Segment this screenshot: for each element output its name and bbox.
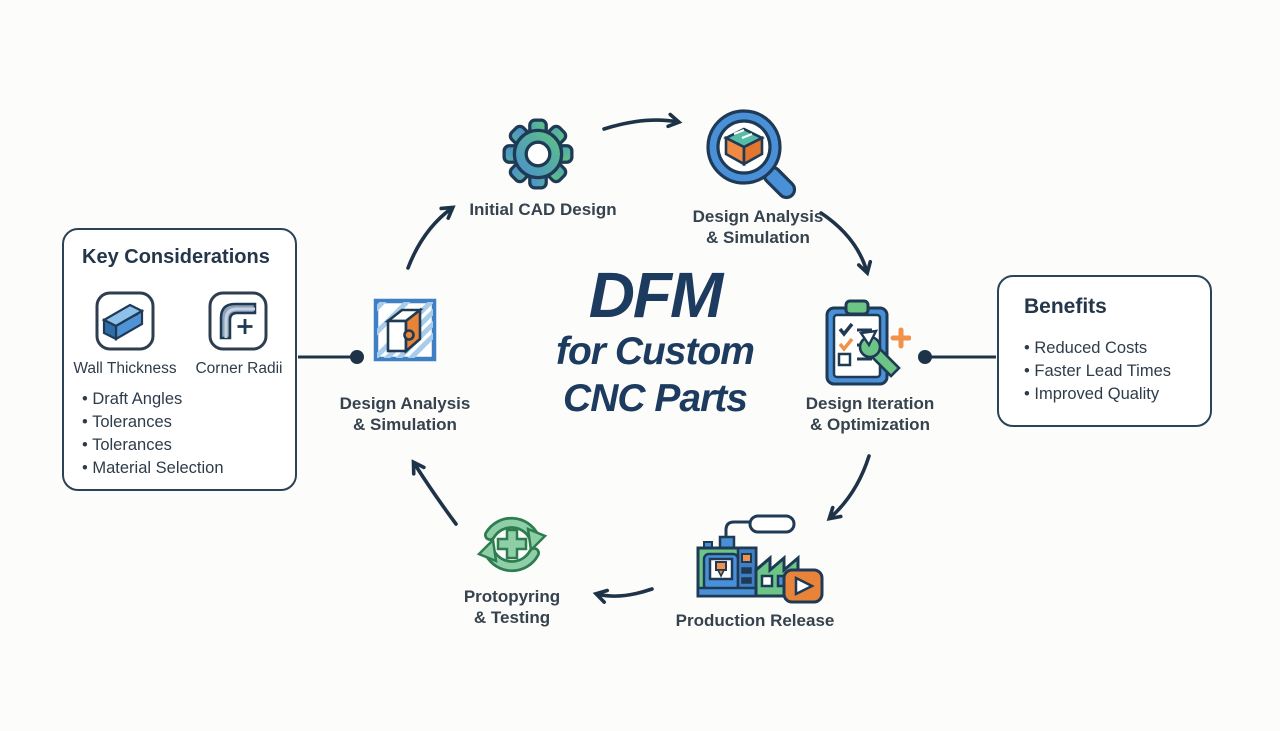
label-design-analysis-top-line1: Design Analysis [692, 207, 824, 226]
label-prototyping-line2: & Testing [473, 608, 551, 627]
list-item: Tolerances [82, 434, 224, 457]
list-item: Material Selection [82, 457, 223, 480]
label-design-iteration: Design Iteration & Optimization [790, 393, 950, 435]
diagram-title: DFM for Custom CNC Parts [495, 262, 815, 422]
benefits-list: Reduced Costs Faster Lead Times Improved… [1024, 337, 1171, 406]
corner-radii-icon [208, 291, 268, 351]
label-design-analysis-left-line1: Design Analysis [339, 394, 471, 413]
title-line-2: for Custom [556, 330, 755, 373]
wall-thickness-icon [95, 291, 155, 351]
label-design-analysis-left-line2: & Simulation [353, 415, 457, 434]
label-production-release: Production Release [675, 611, 835, 630]
label-design-analysis-left: Design Analysis & Simulation [325, 393, 485, 435]
arrow-cad-to-analysis [602, 112, 683, 131]
wall-thickness-label: Wall Thickness [73, 360, 177, 377]
corner-radii-label: Corner Radii [195, 360, 283, 377]
key-considerations-heading: Key Considerations [82, 246, 270, 268]
list-item: Reduced Costs [1024, 337, 1171, 360]
section-analysis-icon [373, 298, 437, 362]
refresh-cycle-icon [476, 516, 548, 573]
key-considerations-panel: Key Considerations Wall Thickness Corner… [62, 228, 297, 491]
benefits-panel: Benefits Reduced Costs Faster Lead Times… [997, 275, 1212, 427]
list-item: Improved Quality [1024, 383, 1171, 406]
label-prototyping-line1: Protopyring [463, 587, 561, 606]
list-item: Draft Angles [82, 388, 224, 411]
list-item: Faster Lead Times [1024, 360, 1171, 383]
arrow-analysisleft-to-cad [406, 205, 456, 270]
benefits-heading: Benefits [1024, 295, 1107, 318]
list-item: Tolerances [82, 411, 224, 434]
label-prototyping: Protopyring & Testing [432, 586, 592, 628]
connector-keybox-dot [350, 350, 364, 364]
gear-icon [502, 118, 574, 190]
magnifier-icon [706, 109, 797, 200]
arrow-prototyping-to-analysisleft [411, 459, 458, 526]
arrow-analysis-to-iteration [819, 211, 873, 277]
factory-icon [696, 514, 824, 604]
label-initial-cad-design: Initial CAD Design [469, 200, 617, 219]
clipboard-wrench-icon [825, 299, 911, 386]
title-line-1: DFM [588, 259, 724, 331]
arrow-iteration-to-production [826, 454, 871, 521]
label-design-iteration-line2: & Optimization [810, 415, 930, 434]
connector-benefits-dot [918, 350, 932, 364]
label-design-analysis-top-line2: & Simulation [706, 228, 810, 247]
title-line-3: CNC Parts [563, 377, 748, 420]
arrow-production-to-prototyping [592, 587, 654, 604]
key-considerations-list: Draft Angles Tolerances Tolerances Mater… [82, 388, 224, 480]
label-design-iteration-line1: Design Iteration [805, 394, 935, 413]
label-design-analysis-top: Design Analysis & Simulation [678, 206, 838, 248]
